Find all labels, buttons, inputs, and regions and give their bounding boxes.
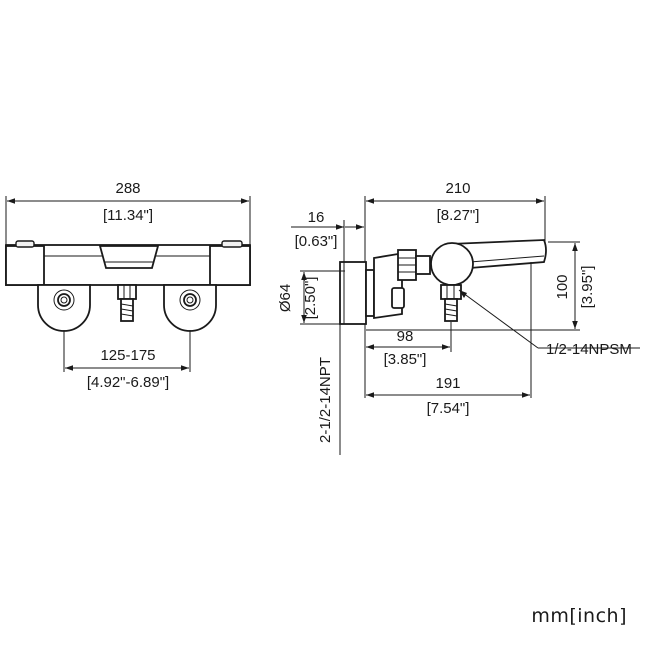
diameter-inch-label: [2.50"] xyxy=(302,277,319,320)
side-view: 210 [8.27"] 16 [0.63"] xyxy=(277,180,640,455)
spacing-inch-label: [4.92"-6.89"] xyxy=(87,374,169,391)
npsm-leader-line xyxy=(458,289,539,349)
wall-connector-icon xyxy=(339,249,431,325)
total-inch-label: [7.54"] xyxy=(427,400,470,417)
units-note: mm[inch] xyxy=(531,605,627,627)
total-mm-label: 191 xyxy=(435,375,460,392)
width-inch-label: [11.34"] xyxy=(103,207,153,224)
diameter-mm-label: Ø64 xyxy=(277,284,294,312)
height-inch-label: [3.95"] xyxy=(579,266,596,309)
spacing-mm-label: 125-175 xyxy=(100,347,155,364)
npt-thread-label: 2-1/2-14NPT xyxy=(317,357,334,443)
valve-body-icon xyxy=(430,239,547,322)
front-view: 288 [11.34"] xyxy=(5,180,251,391)
height-mm-label: 100 xyxy=(554,274,571,299)
npsm-thread-label: 1/2-14NPSM xyxy=(546,341,632,358)
offset-inch-label: [0.63"] xyxy=(295,233,338,250)
left-connector-icon xyxy=(37,284,91,332)
mixer-bar xyxy=(5,240,251,286)
depth-inch-label: [8.27"] xyxy=(437,207,480,224)
outlet-inch-label: [3.85"] xyxy=(384,351,427,368)
outlet-fitting-icon xyxy=(117,284,137,322)
right-connector-icon xyxy=(163,284,217,332)
depth-mm-label: 210 xyxy=(445,180,470,197)
outlet-mm-label: 98 xyxy=(397,328,414,345)
offset-mm-label: 16 xyxy=(308,209,325,226)
width-mm-label: 288 xyxy=(115,180,140,197)
